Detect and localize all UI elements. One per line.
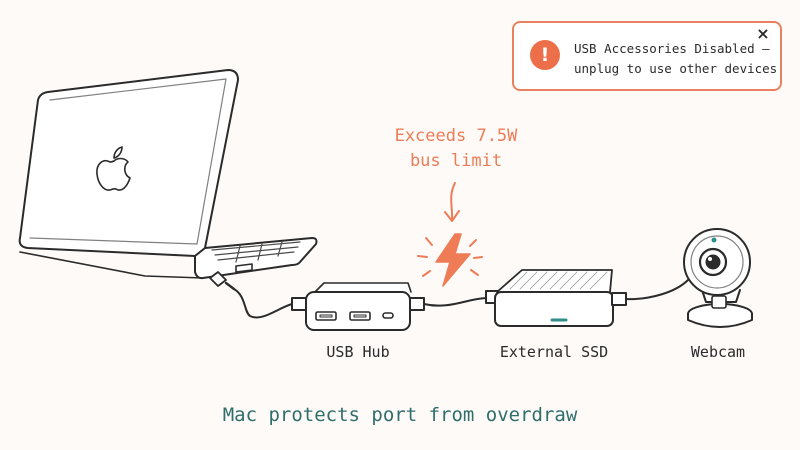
notification-message: USB Accessories Disabled — unplug to use… (574, 39, 778, 79)
notification-line-2: unplug to use other devices (574, 61, 778, 76)
warning-arrow-icon (444, 182, 460, 222)
diagram-caption: Mac protects port from overdraw (222, 404, 578, 426)
laptop-base (194, 237, 318, 280)
cable-hub-to-ssd (409, 290, 505, 311)
power-warning: Exceeds 7.5W bus limit (356, 124, 556, 174)
hub-port-2 (349, 311, 371, 321)
exclamation-icon: ! (530, 40, 560, 70)
hub-port-usbc (382, 312, 394, 319)
usb-hub (305, 282, 412, 331)
laptop-side-port (235, 263, 253, 273)
warning-line-2: bus limit (409, 151, 503, 171)
laptop-lid-inner (29, 78, 227, 245)
close-icon[interactable]: × (756, 24, 770, 43)
lightning-bolt-icon (417, 233, 483, 287)
laptop-lid (18, 69, 239, 257)
hub-port-1 (315, 311, 337, 321)
apple-logo-icon (96, 146, 131, 191)
laptop (18, 69, 318, 280)
warning-line-1: Exceeds 7.5W (394, 126, 518, 146)
notification-line-1: USB Accessories Disabled — (574, 41, 770, 56)
label-external-ssd: External SSD (499, 343, 609, 361)
webcam-indicator (711, 237, 717, 243)
label-usb-hub: USB Hub (326, 343, 390, 361)
external-ssd (494, 269, 614, 327)
usb-disabled-notification: ! USB Accessories Disabled — unplug to u… (512, 21, 782, 91)
label-webcam: Webcam (690, 343, 746, 361)
laptop-keyboard (211, 241, 301, 263)
webcam (683, 228, 753, 328)
cable-ssd-to-webcam (611, 279, 689, 306)
cable-laptop-to-hub (209, 271, 307, 319)
